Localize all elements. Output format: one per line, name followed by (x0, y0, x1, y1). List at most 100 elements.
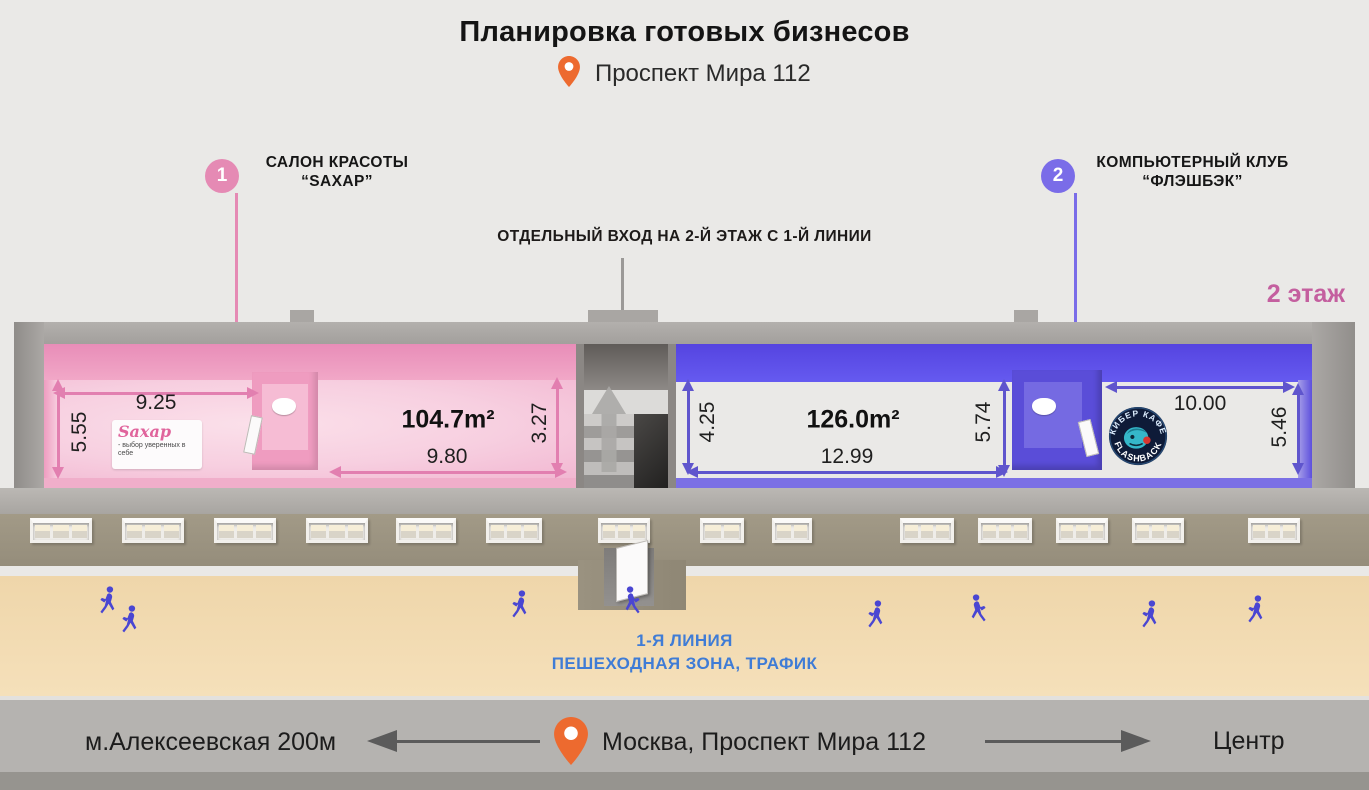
facade-window (486, 518, 542, 543)
dimension-arrow (52, 379, 64, 479)
location-pin-icon (558, 56, 581, 87)
stairs-up-arrow-icon (592, 386, 626, 472)
callout-1-leader-line (235, 193, 238, 329)
window-pane (436, 525, 452, 538)
dimension-label: 12.99 (820, 445, 874, 468)
direction-label: Центр (1213, 727, 1285, 755)
stairwell-void (634, 414, 668, 488)
entrance-note: ОТДЕЛЬНЫЙ ВХОД НА 2-Й ЭТАЖ С 1-Й ЛИНИИ (497, 228, 872, 245)
salon-area-label: 104.7m² (401, 405, 495, 434)
club-bathroom-floor (1024, 382, 1082, 448)
facade-window (396, 518, 456, 543)
dimension-arrow (1105, 381, 1295, 393)
window-pane (1137, 525, 1149, 538)
window-pane (603, 525, 615, 538)
salon-bathroom-floor (262, 384, 308, 450)
window-pane (723, 525, 739, 538)
facade-cornice (0, 488, 1369, 514)
callout-1-line1: САЛОН КРАСОТЫ (265, 154, 409, 171)
window-pane (71, 525, 87, 538)
window-pane (777, 525, 791, 538)
address-text: Проспект Мира 112 (594, 60, 811, 87)
window-pane (1014, 525, 1028, 538)
window-pane (633, 525, 645, 538)
dimension-label: 3.27 (528, 402, 551, 444)
stair-step (584, 475, 634, 488)
facade-window (306, 518, 368, 543)
window-pane (618, 525, 630, 538)
stair-shaft-top (588, 310, 658, 324)
callout-2-line2: “ФЛЭШБЭК” (1142, 173, 1243, 190)
footer-bottom-strip (0, 772, 1369, 790)
facade-window (1056, 518, 1108, 543)
window-pane (1268, 525, 1280, 538)
saxap-logo: Saxap (118, 422, 172, 441)
address-subtitle: Проспект Мира 112 (0, 56, 1369, 88)
dimension-label: 4.25 (696, 401, 719, 443)
dimension-label: 9.25 (135, 391, 177, 414)
window-pane (347, 525, 363, 538)
window-pane (1152, 525, 1164, 538)
callout-2-badge: 2 (1041, 159, 1075, 193)
callout-1-label: САЛОН КРАСОТЫ “SAXAP” (247, 153, 427, 191)
window-pane (237, 525, 253, 538)
plan-top-wall (14, 322, 1355, 346)
window-pane (1283, 525, 1295, 538)
window-pane (1253, 525, 1265, 538)
window-pane (401, 525, 416, 538)
street-line1: 1-Я ЛИНИЯ (636, 631, 733, 650)
facade-window (122, 518, 184, 543)
dimension-arrow (551, 377, 563, 475)
dimension-arrow (1292, 383, 1304, 475)
dimension-label: 10.00 (1173, 392, 1227, 415)
person-icon (625, 586, 640, 614)
street-line2: ПЕШЕХОДНАЯ ЗОНА, ТРАФИК (551, 654, 818, 673)
person-icon (1142, 600, 1157, 628)
window-pane (35, 525, 51, 538)
roof-tab (290, 310, 314, 324)
window-pane (523, 525, 537, 538)
club-back-wall (676, 344, 1312, 382)
location-pin-icon (554, 717, 588, 765)
facade-window (214, 518, 276, 543)
dimension-arrow (329, 466, 567, 478)
facade-window (598, 518, 650, 543)
dimension-label: 5.46 (1268, 406, 1291, 448)
window-pane (418, 525, 434, 538)
dimension-arrow (686, 466, 1008, 478)
page-title: Планировка готовых бизнесов (459, 16, 910, 48)
footer-address-label: Москва, Проспект Мира 112 (602, 728, 926, 756)
dimension-label: 9.80 (426, 445, 468, 468)
window-pane (491, 525, 505, 538)
facade-window (1132, 518, 1184, 543)
window-pane (920, 525, 934, 538)
callout-2-leader-line (1074, 193, 1077, 329)
stairwell-shadow (584, 344, 668, 390)
facade-window (700, 518, 744, 543)
saxap-tagline: - выбор уверенных в себе (118, 442, 186, 457)
window-pane (705, 525, 721, 538)
window-pane (507, 525, 521, 538)
callout-1-line2: “SAXAP” (301, 173, 373, 190)
facade-window (1248, 518, 1300, 543)
toilet-icon (1032, 398, 1056, 415)
window-pane (1167, 525, 1179, 538)
window-pane (311, 525, 327, 538)
callout-1-badge: 1 (205, 159, 239, 193)
window-pane (329, 525, 345, 538)
window-pane (1061, 525, 1073, 538)
facade-window (900, 518, 954, 543)
window-pane (1091, 525, 1103, 538)
person-icon (100, 586, 115, 614)
club-front-sill (676, 478, 1312, 491)
dimension-arrow (682, 379, 694, 475)
floor-label: 2 этаж (1266, 280, 1345, 308)
plan-right-wall (1312, 322, 1355, 508)
toilet-icon (272, 398, 296, 415)
metro-distance-label: м.Алексеевская 200м (85, 728, 337, 756)
person-icon (1248, 595, 1263, 623)
window-pane (255, 525, 271, 538)
window-pane (983, 525, 996, 538)
person-icon (512, 590, 527, 618)
window-pane (163, 525, 179, 538)
